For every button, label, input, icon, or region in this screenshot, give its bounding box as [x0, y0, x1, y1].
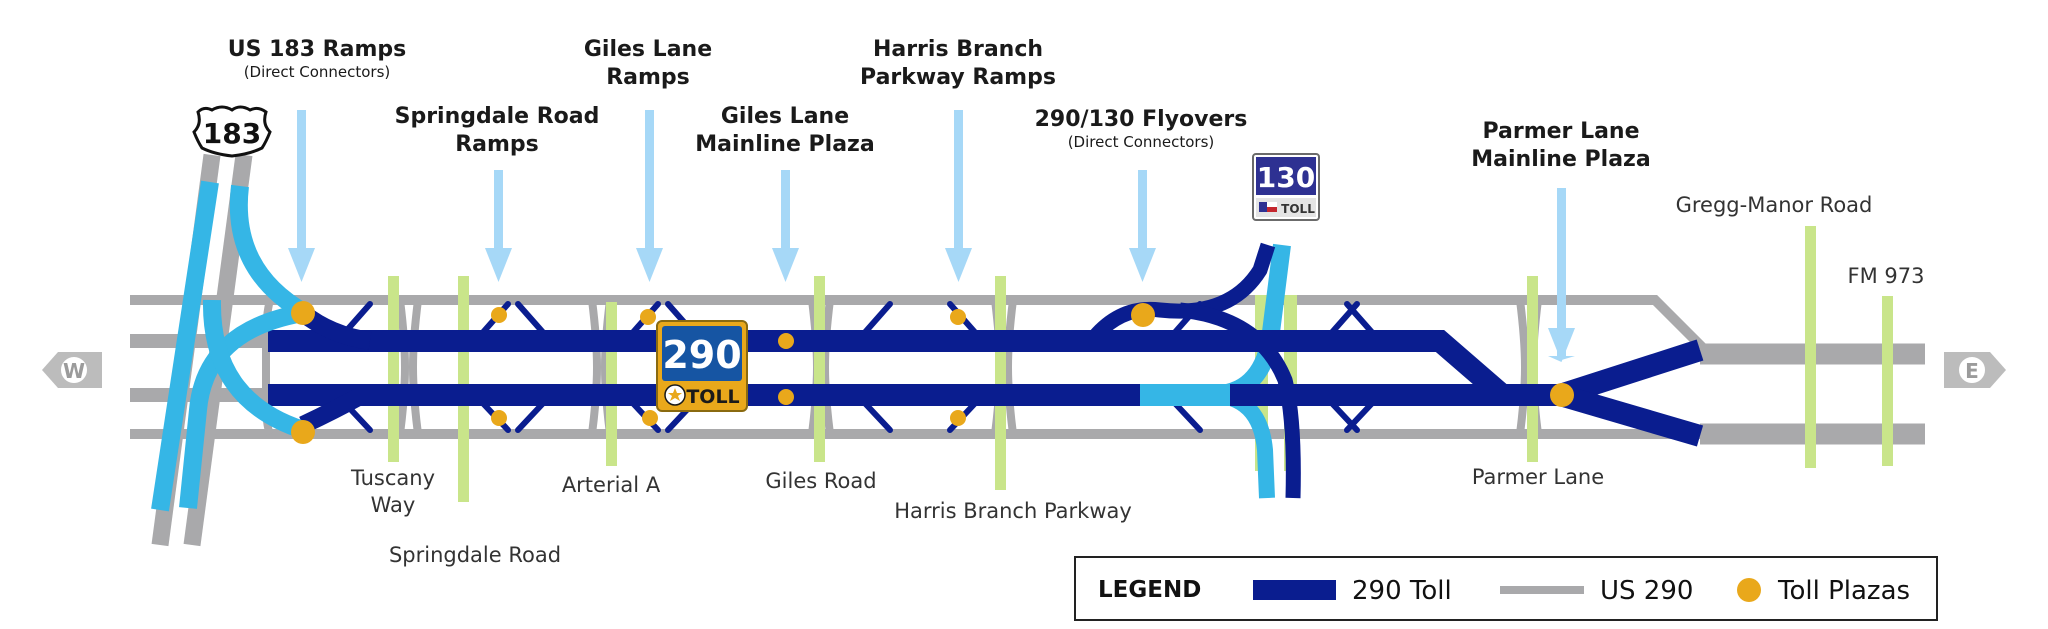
callout-labels: US 183 Ramps (Direct Connectors) Springd…: [228, 37, 1651, 172]
west-compass-icon: W: [42, 352, 102, 388]
giles-road-street: [814, 276, 825, 462]
callout-us183-subtitle: (Direct Connectors): [244, 63, 391, 81]
callout-giles-plaza-line1: Giles Lane: [721, 104, 849, 129]
toll-plaza-giles-mainline-south: [778, 389, 794, 405]
sh130-flyovers: [1086, 242, 1301, 499]
legend-toll290-label: 290 Toll: [1352, 576, 1452, 606]
us183-shield-icon: 183: [192, 105, 272, 158]
callout-arrows: [288, 110, 1575, 362]
parmer-lane-street: [1527, 276, 1538, 462]
toll-plaza-flyover: [1131, 303, 1155, 327]
road-label-tuscany-line1: Tuscany: [350, 466, 435, 490]
toll-plaza-giles-mainline-north: [778, 333, 794, 349]
toll-plaza-harris-north: [950, 309, 966, 325]
road-label-arterial-a: Arterial A: [562, 473, 661, 497]
legend-toll290-swatch: [1253, 580, 1336, 600]
toll-plaza-springdale-north: [491, 307, 507, 323]
toll-290-mainlanes: [268, 305, 1704, 447]
road-label-fm973: FM 973: [1848, 264, 1925, 288]
callout-harris-line1: Harris Branch: [873, 37, 1043, 62]
callout-parmer-line1: Parmer Lane: [1482, 119, 1639, 144]
east-compass-icon: E: [1944, 352, 2006, 388]
callout-giles-plaza-line2: Mainline Plaza: [695, 132, 874, 157]
toll-plaza-giles-ramp-north: [640, 309, 656, 325]
toll-plaza-springdale-south: [491, 410, 507, 426]
toll-290-split-south: [1556, 384, 1704, 447]
toll-plaza-us183-north: [291, 301, 315, 325]
callout-springdale-line2: Ramps: [455, 132, 539, 157]
legend-us290-label: US 290: [1600, 576, 1693, 606]
toll-plaza-parmer-mainline: [1550, 383, 1574, 407]
toll290-shield-number: 290: [662, 333, 741, 377]
toll-plaza-harris-south: [950, 410, 966, 426]
tuscany-way-street: [388, 276, 399, 462]
us183-connector-b: [229, 184, 310, 321]
arrow-flyovers: [1129, 170, 1156, 282]
us-290-north-frontage: [130, 295, 1706, 351]
harris-branch-street: [995, 276, 1006, 490]
gregg-manor-street: [1805, 226, 1816, 468]
arrow-us183-ramps: [288, 110, 315, 282]
toll-plazas: [291, 301, 1574, 444]
sh130-shield-label: TOLL: [1281, 202, 1315, 216]
sh130-shield-number: 130: [1257, 161, 1315, 194]
callout-harris-line2: Parkway Ramps: [860, 65, 1056, 90]
us183-direct-connectors: [151, 180, 310, 512]
toll-290-split-north: [1556, 339, 1704, 406]
road-label-springdale: Springdale Road: [389, 543, 561, 567]
flyover-navy-ramp: [1086, 242, 1276, 345]
arrow-parmer-plaza: [1548, 188, 1575, 362]
road-label-harris-branch: Harris Branch Parkway: [894, 499, 1132, 523]
arrow-springdale-ramps: [485, 170, 512, 282]
toll290-shield-label: TOLL: [686, 386, 739, 408]
road-label-gregg-manor: Gregg-Manor Road: [1676, 193, 1873, 217]
arrow-giles-ramps: [636, 110, 663, 282]
callout-springdale-line1: Springdale Road: [395, 104, 600, 129]
legend-toll-plaza-swatch: [1737, 578, 1761, 602]
fm973-street: [1882, 296, 1893, 466]
callout-giles-ramps-line1: Giles Lane: [584, 37, 712, 62]
toll290-shield-icon: 290 TOLL: [656, 320, 748, 412]
callout-giles-ramps-line2: Ramps: [606, 65, 690, 90]
west-label: W: [63, 359, 85, 383]
legend-us290-swatch: [1500, 586, 1584, 594]
callout-us183-title: US 183 Ramps: [228, 37, 407, 62]
road-label-tuscany-line2: Way: [371, 493, 416, 517]
flyover-light-blue-ramp-b: [1209, 387, 1275, 499]
legend: LEGEND 290 Toll US 290 Toll Plazas: [1074, 556, 1938, 621]
arrow-giles-plaza: [772, 170, 799, 282]
texas-flag-icon: [1259, 202, 1267, 212]
us183-connector-a: [151, 180, 219, 512]
sh130-shield-icon: 130 TOLL: [1252, 153, 1320, 221]
road-label-giles-road: Giles Road: [765, 469, 876, 493]
road-labels: Tuscany Way Springdale Road Arterial A G…: [350, 193, 1925, 567]
toll-plaza-us183-south: [291, 420, 315, 444]
arrow-harris-ramps: [945, 110, 972, 282]
callout-parmer-line2: Mainline Plaza: [1471, 147, 1650, 172]
toll-plaza-giles-ramp-south: [642, 410, 658, 426]
flyover-navy-ramp-b: [1179, 302, 1301, 499]
us183-shield-number: 183: [203, 117, 261, 150]
legend-title: LEGEND: [1098, 577, 1201, 603]
callout-flyovers-subtitle: (Direct Connectors): [1068, 133, 1215, 151]
road-label-parmer-lane: Parmer Lane: [1472, 465, 1604, 489]
east-label: E: [1965, 359, 1979, 383]
us183-connector-d: [202, 299, 306, 439]
callout-flyovers-title: 290/130 Flyovers: [1035, 107, 1248, 132]
legend-toll-plaza-label: Toll Plazas: [1777, 576, 1910, 606]
